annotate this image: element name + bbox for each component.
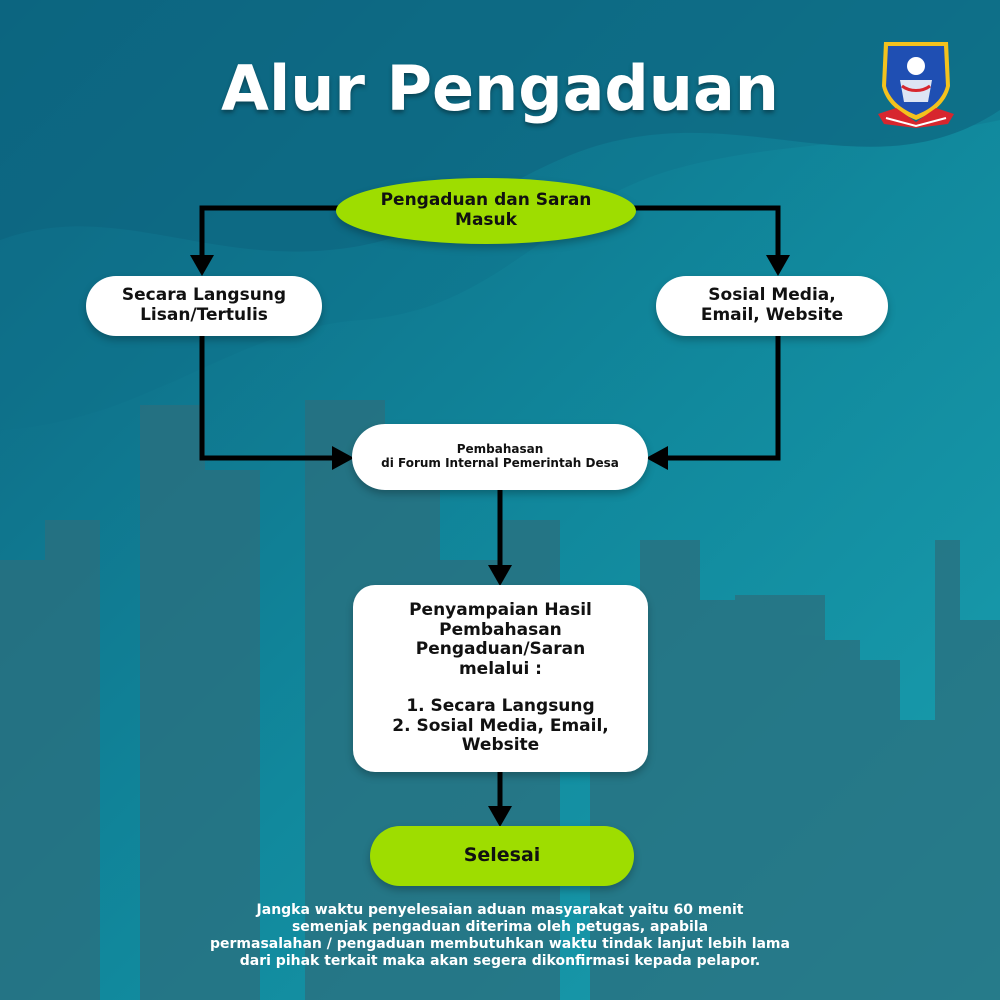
- connector-start-to-online: [632, 205, 781, 258]
- flow-node-direct: Secara Langsung Lisan/Tertulis: [86, 276, 322, 336]
- flow-node-delivery-item: 1. Secara Langsung: [406, 696, 595, 717]
- flow-node-discussion: Pembahasan di Forum Internal Pemerintah …: [352, 424, 648, 490]
- flow-node-discussion-label: Pembahasan di Forum Internal Pemerintah …: [381, 442, 619, 470]
- flow-node-delivery: Penyampaian Hasil Pembahasan Pengaduan/S…: [353, 585, 648, 772]
- connector-online-to-discussion: [664, 336, 781, 461]
- flow-node-online-label: Sosial Media, Email, Website: [700, 285, 844, 325]
- footer-note-line: semenjak pengaduan diterima oleh petugas…: [291, 919, 709, 935]
- flow-node-start: Pengaduan dan Saran Masuk: [336, 178, 636, 244]
- connector-start-to-direct: [199, 205, 340, 258]
- regional-emblem-shield-icon: [878, 42, 954, 128]
- flow-node-end-label: Selesai: [463, 844, 541, 867]
- arrowhead-direct: [190, 255, 214, 276]
- arrowhead-end: [488, 806, 512, 827]
- flow-node-delivery-item: 2. Sosial Media, Email, Website: [392, 715, 609, 756]
- footer-note-line: dari pihak terkait maka akan segera diko…: [239, 953, 761, 969]
- arrowhead-online: [766, 255, 790, 276]
- footer-note: Jangka waktu penyelesaian aduan masyarak…: [100, 902, 900, 970]
- arrowhead-delivery: [488, 565, 512, 586]
- arrowhead-discussion-right: [646, 446, 668, 470]
- arrowhead-discussion-left: [332, 446, 354, 470]
- city-skyline: [0, 400, 1000, 1000]
- footer-note-line: permasalahan / pengaduan membutuhkan wak…: [210, 936, 790, 952]
- flow-node-direct-label: Secara Langsung Lisan/Tertulis: [121, 285, 287, 325]
- flow-node-end: Selesai: [370, 826, 634, 886]
- flow-node-online: Sosial Media, Email, Website: [656, 276, 888, 336]
- connector-direct-to-discussion: [199, 336, 336, 461]
- footer-note-line: Jangka waktu penyelesaian aduan masyarak…: [256, 902, 744, 918]
- flow-node-start-label: Pengaduan dan Saran Masuk: [380, 190, 592, 230]
- page-title: Alur Pengaduan: [221, 52, 779, 125]
- flow-node-delivery-heading: Penyampaian Hasil Pembahasan Pengaduan/S…: [409, 600, 592, 679]
